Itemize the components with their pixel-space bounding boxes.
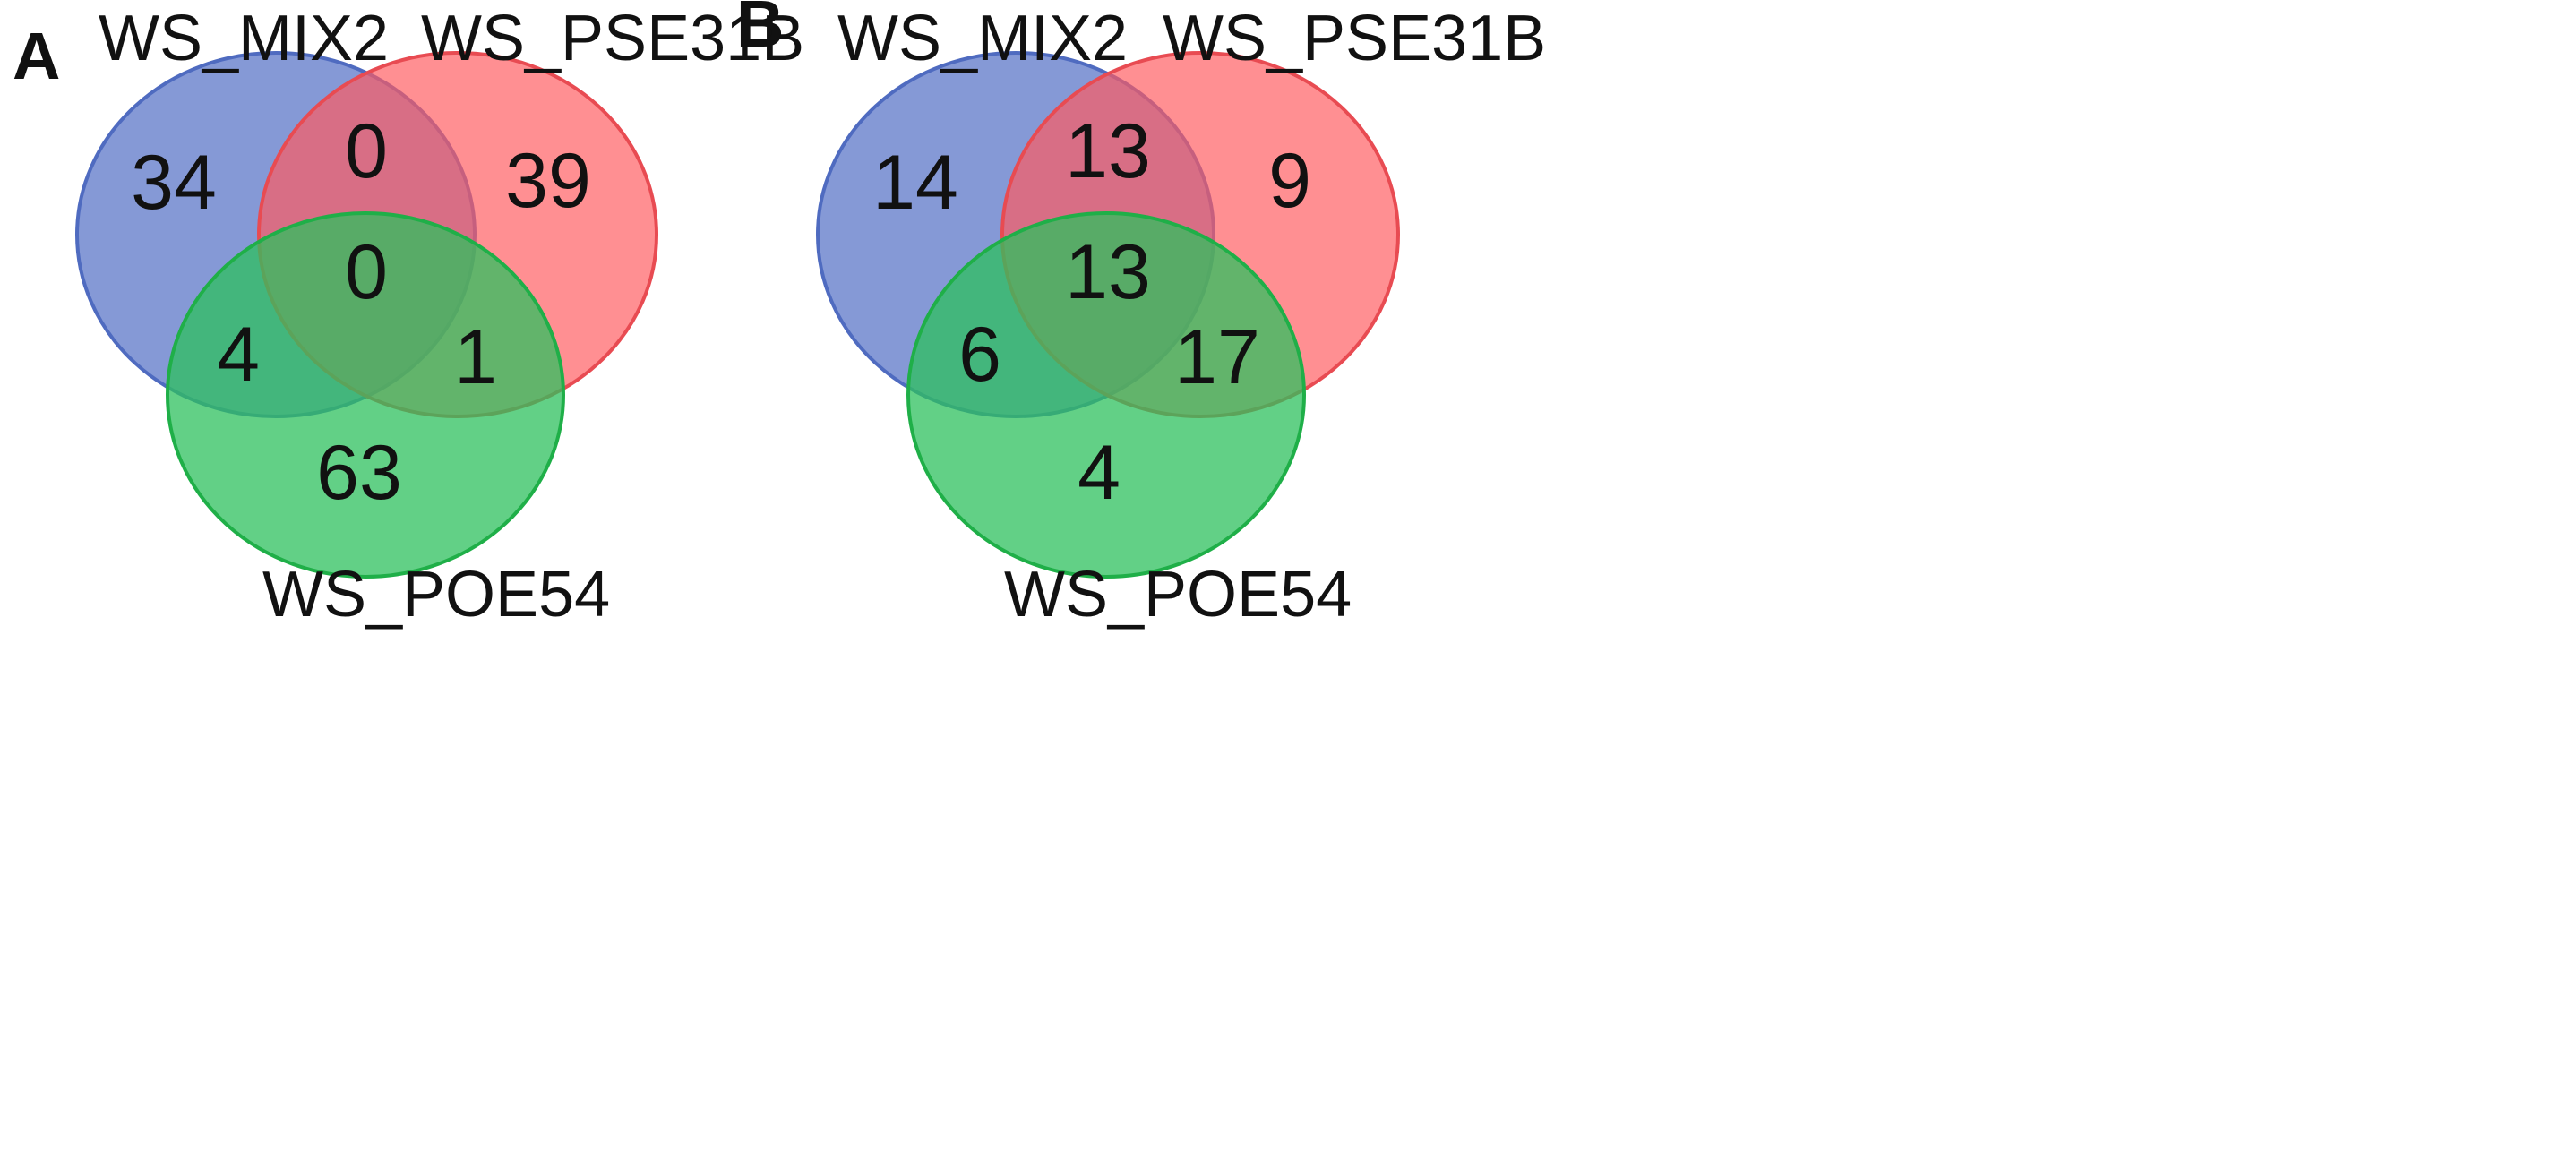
region-count-a-b-c: 0 — [345, 229, 388, 315]
region-count-only-a: 14 — [872, 140, 958, 226]
region-count-only-a: 34 — [131, 140, 217, 226]
region-count-a-and-b: 13 — [1065, 108, 1151, 194]
region-count-a-b-c: 13 — [1065, 229, 1151, 315]
set-circle-ws-poe54 — [166, 211, 565, 579]
region-count-only-b: 39 — [505, 138, 591, 224]
region-count-only-b: 9 — [1268, 138, 1311, 224]
region-count-only-c: 4 — [1078, 430, 1121, 516]
region-count-a-and-c: 6 — [958, 312, 1001, 398]
set-circle-ws-poe54 — [906, 211, 1306, 579]
panel-letter-a: A — [13, 19, 60, 93]
venn-panel-a: A WS_MIX2 WS_PSE31B WS_POE54 34 0 39 0 4… — [13, 3, 804, 630]
region-count-only-c: 63 — [316, 430, 402, 516]
region-count-a-and-b: 0 — [345, 108, 388, 194]
region-count-a-and-c: 4 — [217, 312, 260, 398]
set-label-ws-mix2: WS_MIX2 — [99, 3, 389, 74]
region-count-b-and-c: 1 — [454, 314, 497, 400]
set-label-ws-mix2: WS_MIX2 — [837, 3, 1128, 74]
panel-letter-b: B — [736, 0, 784, 61]
region-count-b-and-c: 17 — [1174, 314, 1260, 400]
set-label-ws-pse31b: WS_PSE31B — [421, 3, 804, 74]
set-label-ws-pse31b: WS_PSE31B — [1163, 3, 1546, 74]
set-label-ws-poe54: WS_POE54 — [262, 559, 610, 630]
set-label-ws-poe54: WS_POE54 — [1004, 559, 1352, 630]
venn-panel-b: B WS_MIX2 WS_PSE31B WS_POE54 14 13 9 13 … — [736, 0, 1546, 630]
